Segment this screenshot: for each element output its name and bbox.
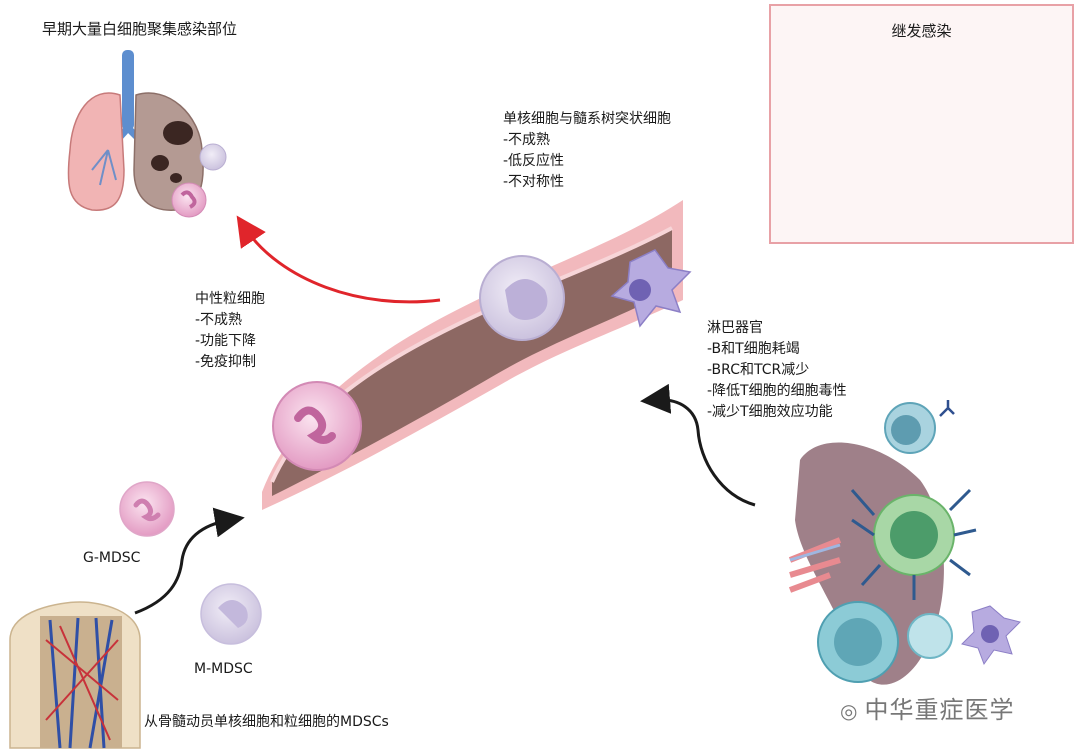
lungs-illustration [67,50,227,218]
secondary-infection-box: 继发感染 [769,4,1074,244]
lymph-item: -BRC和TCR减少 [707,362,810,378]
lymph-label: 淋巴器官 -B和T细胞耗竭 -BRC和TCR减少 -降低T细胞的细胞毒性 -减少… [707,318,847,423]
monocyte-cell [479,255,565,341]
dendritic-cell [610,249,692,328]
mono-dc-item: -不对称性 [503,174,565,190]
lung-title: 早期大量白细胞聚集感染部位 [42,20,238,38]
wechat-icon: ◎ [840,699,859,723]
m-mdsc-label: M-MDSC [194,661,253,677]
lymph-item: -降低T细胞的细胞毒性 [707,383,847,399]
neutrophil-title: 中性粒细胞 [195,291,265,307]
red-arrow-to-lungs [236,215,441,304]
neutrophil-item: -不成熟 [195,312,243,328]
neutrophil-item: -功能下降 [195,333,257,349]
neutrophil-cell [272,381,362,471]
g-mdsc-label: G-MDSC [83,550,141,566]
watermark-text: 中华重症医学 [864,696,1015,724]
bone-marrow-illustration [9,601,141,749]
mono-dc-item: -低反应性 [503,153,565,169]
secondary-infection-title: 继发感染 [891,22,952,40]
bone-marrow-label: 从骨髓动员单核细胞和粒细胞的MDSCs [144,714,389,730]
lymph-item: -B和T细胞耗竭 [707,341,800,357]
mono-dc-item: -不成熟 [503,132,551,148]
mono-dc-label: 单核细胞与髓系树突状细胞 -不成熟 -低反应性 -不对称性 [503,109,671,193]
watermark: ◎中华重症医学 [840,690,1014,725]
lymph-organ-illustration [788,400,1021,685]
black-arrow-from-lymph [640,383,756,507]
neutrophil-item: -免疫抑制 [195,354,257,370]
lymph-title: 淋巴器官 [707,320,763,336]
neutrophil-label: 中性粒细胞 -不成熟 -功能下降 -免疫抑制 [195,289,265,373]
mono-dc-title: 单核细胞与髓系树突状细胞 [503,111,671,127]
m-mdsc-cell [200,583,262,645]
black-arrow-from-bone-marrow [134,507,245,615]
lymph-item: -减少T细胞效应功能 [707,404,833,420]
g-mdsc-cell [119,481,175,537]
